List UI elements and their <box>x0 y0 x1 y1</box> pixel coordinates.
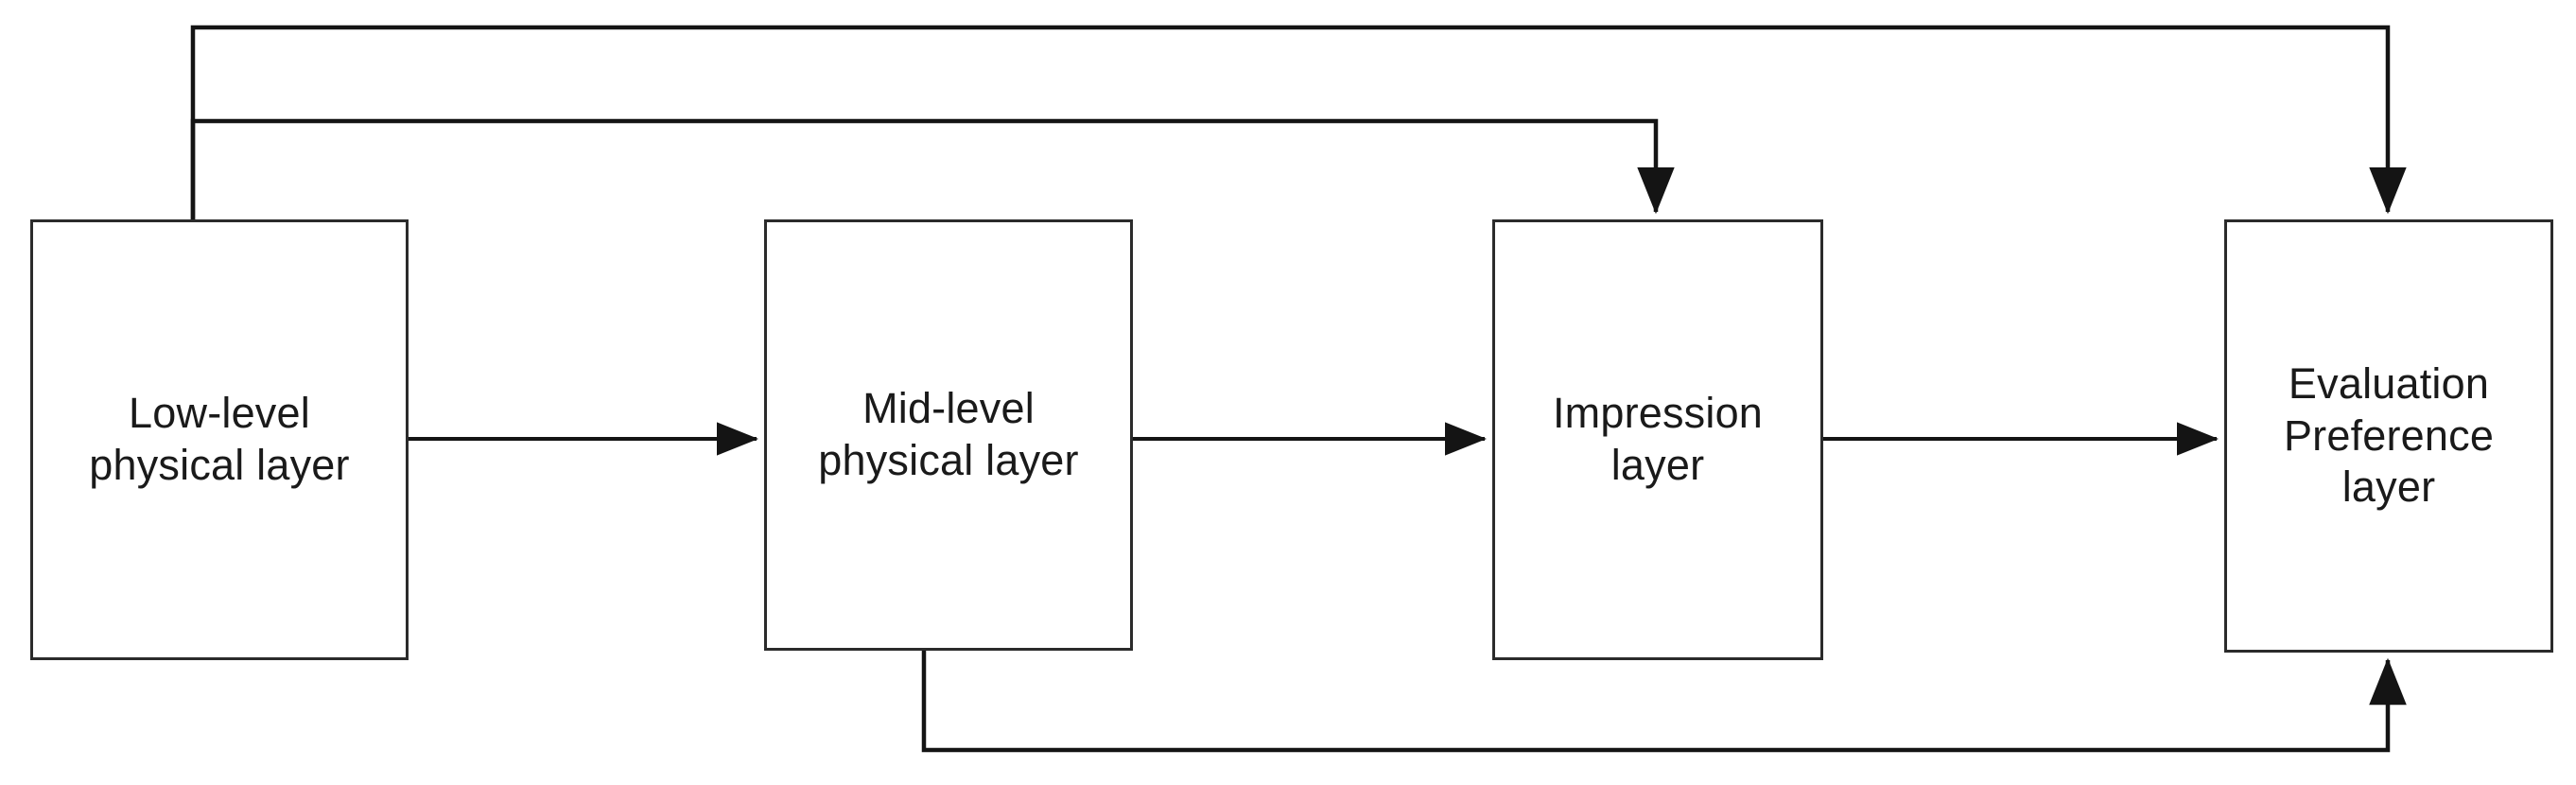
node-label-impression-layer: Impression layer <box>1552 389 1764 489</box>
edge-low-to-evaluation-top <box>190 25 2407 219</box>
node-label-low-level-physical-layer: Low-level physical layer <box>89 389 350 489</box>
node-impression-layer[interactable]: Impression layer <box>1492 219 1823 660</box>
node-evaluation-preference-layer[interactable]: Evaluation Preference layer <box>2224 219 2553 653</box>
node-label-mid-level-physical-layer: Mid-level physical layer <box>818 384 1079 484</box>
edge-low-to-impression-top <box>190 118 1675 219</box>
node-low-level-physical-layer[interactable]: Low-level physical layer <box>30 219 409 660</box>
node-mid-level-physical-layer[interactable]: Mid-level physical layer <box>764 219 1133 651</box>
edge-mid-to-evaluation-bottom <box>921 651 2407 753</box>
node-label-evaluation-preference-layer: Evaluation Preference layer <box>2283 358 2495 512</box>
